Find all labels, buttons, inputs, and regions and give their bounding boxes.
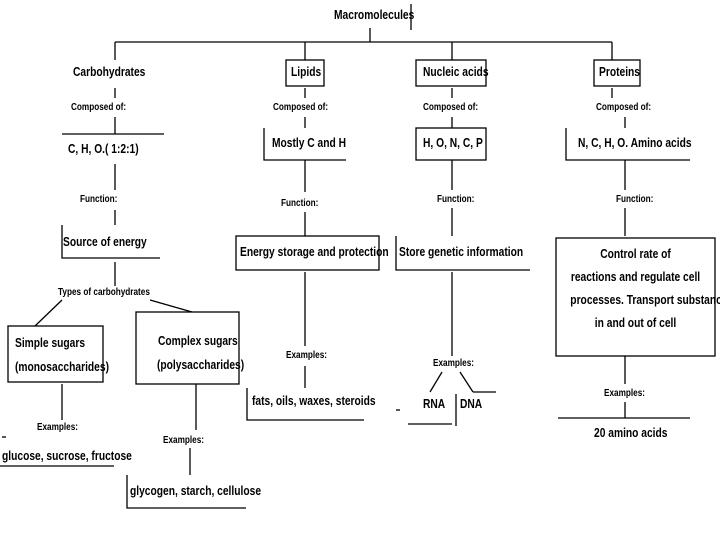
lipids-function: Energy storage and protection [240,245,389,259]
lipids-examples-label: Examples: [286,350,328,361]
simple-sugars-line2: (monosaccharides) [15,360,109,374]
complex-sugars-line2: (polysaccharides) [157,358,245,372]
rna-example: RNA [423,397,446,411]
proteins-function-line3: processes. Transport substances [570,293,720,307]
proteins-function-box [555,237,716,357]
lipids-composition: Mostly C and H [272,136,347,150]
proteins-box [593,59,641,87]
nucleic-acids-examples-label: Examples: [433,358,475,369]
proteins-composed-label: Composed of: [596,102,652,113]
nucleic-acids-composed-label: Composed of: [423,102,479,113]
proteins-function-label: Function: [616,194,654,205]
proteins-examples: 20 amino acids [594,426,668,440]
carbohydrates-function: Source of energy [63,235,147,249]
nucleic-acids-function-label: Function: [437,194,475,205]
proteins-title: Proteins [599,65,641,79]
lipids-title: Lipids [291,65,322,79]
proteins-examples-label: Examples: [604,388,646,399]
lipids-function-box [235,235,380,271]
carbohydrates-composition: C, H, O.( 1:2:1) [68,142,139,156]
lipids-examples: fats, oils, waxes, steroids [252,394,376,408]
complex-sugars-examples-label: Examples: [163,435,205,446]
simple-sugars-box [7,325,104,383]
nucleic-composition-box [415,127,487,161]
carbohydrates-title: Carbohydrates [73,65,146,79]
simple-sugars-examples: glucose, sucrose, fructose [2,449,132,463]
carbohydrate-types-label: Types of carbohydrates [58,287,150,298]
complex-sugars-box [135,311,240,385]
simple-sugars-line1: Simple sugars [15,336,86,350]
proteins-function-line1: Control rate of [600,247,671,261]
lipids-composed-label: Composed of: [273,102,329,113]
nucleic-acids-title: Nucleic acids [423,65,489,79]
nucleic-acids-function: Store genetic information [399,245,524,259]
nucleic-acids-composition: H, O, N, C, P [423,136,483,150]
carbohydrates-function-label: Function: [80,194,118,205]
nucleic-acids-box [415,59,487,87]
proteins-function-line4: in and out of cell [594,316,677,330]
root-label: Macromolecules [334,8,415,22]
complex-sugars-line1: Complex sugars [158,334,238,348]
lipids-box [285,59,325,87]
proteins-function-line2: reactions and regulate cell [570,270,701,284]
lipids-function-label: Function: [281,198,319,209]
carbohydrates-composed-label: Composed of: [71,102,127,113]
dna-example: DNA [460,397,483,411]
simple-sugars-examples-label: Examples: [37,422,79,433]
complex-sugars-examples: glycogen, starch, cellulose [130,484,262,498]
proteins-composition: N, C, H, O. Amino acids [578,136,692,150]
